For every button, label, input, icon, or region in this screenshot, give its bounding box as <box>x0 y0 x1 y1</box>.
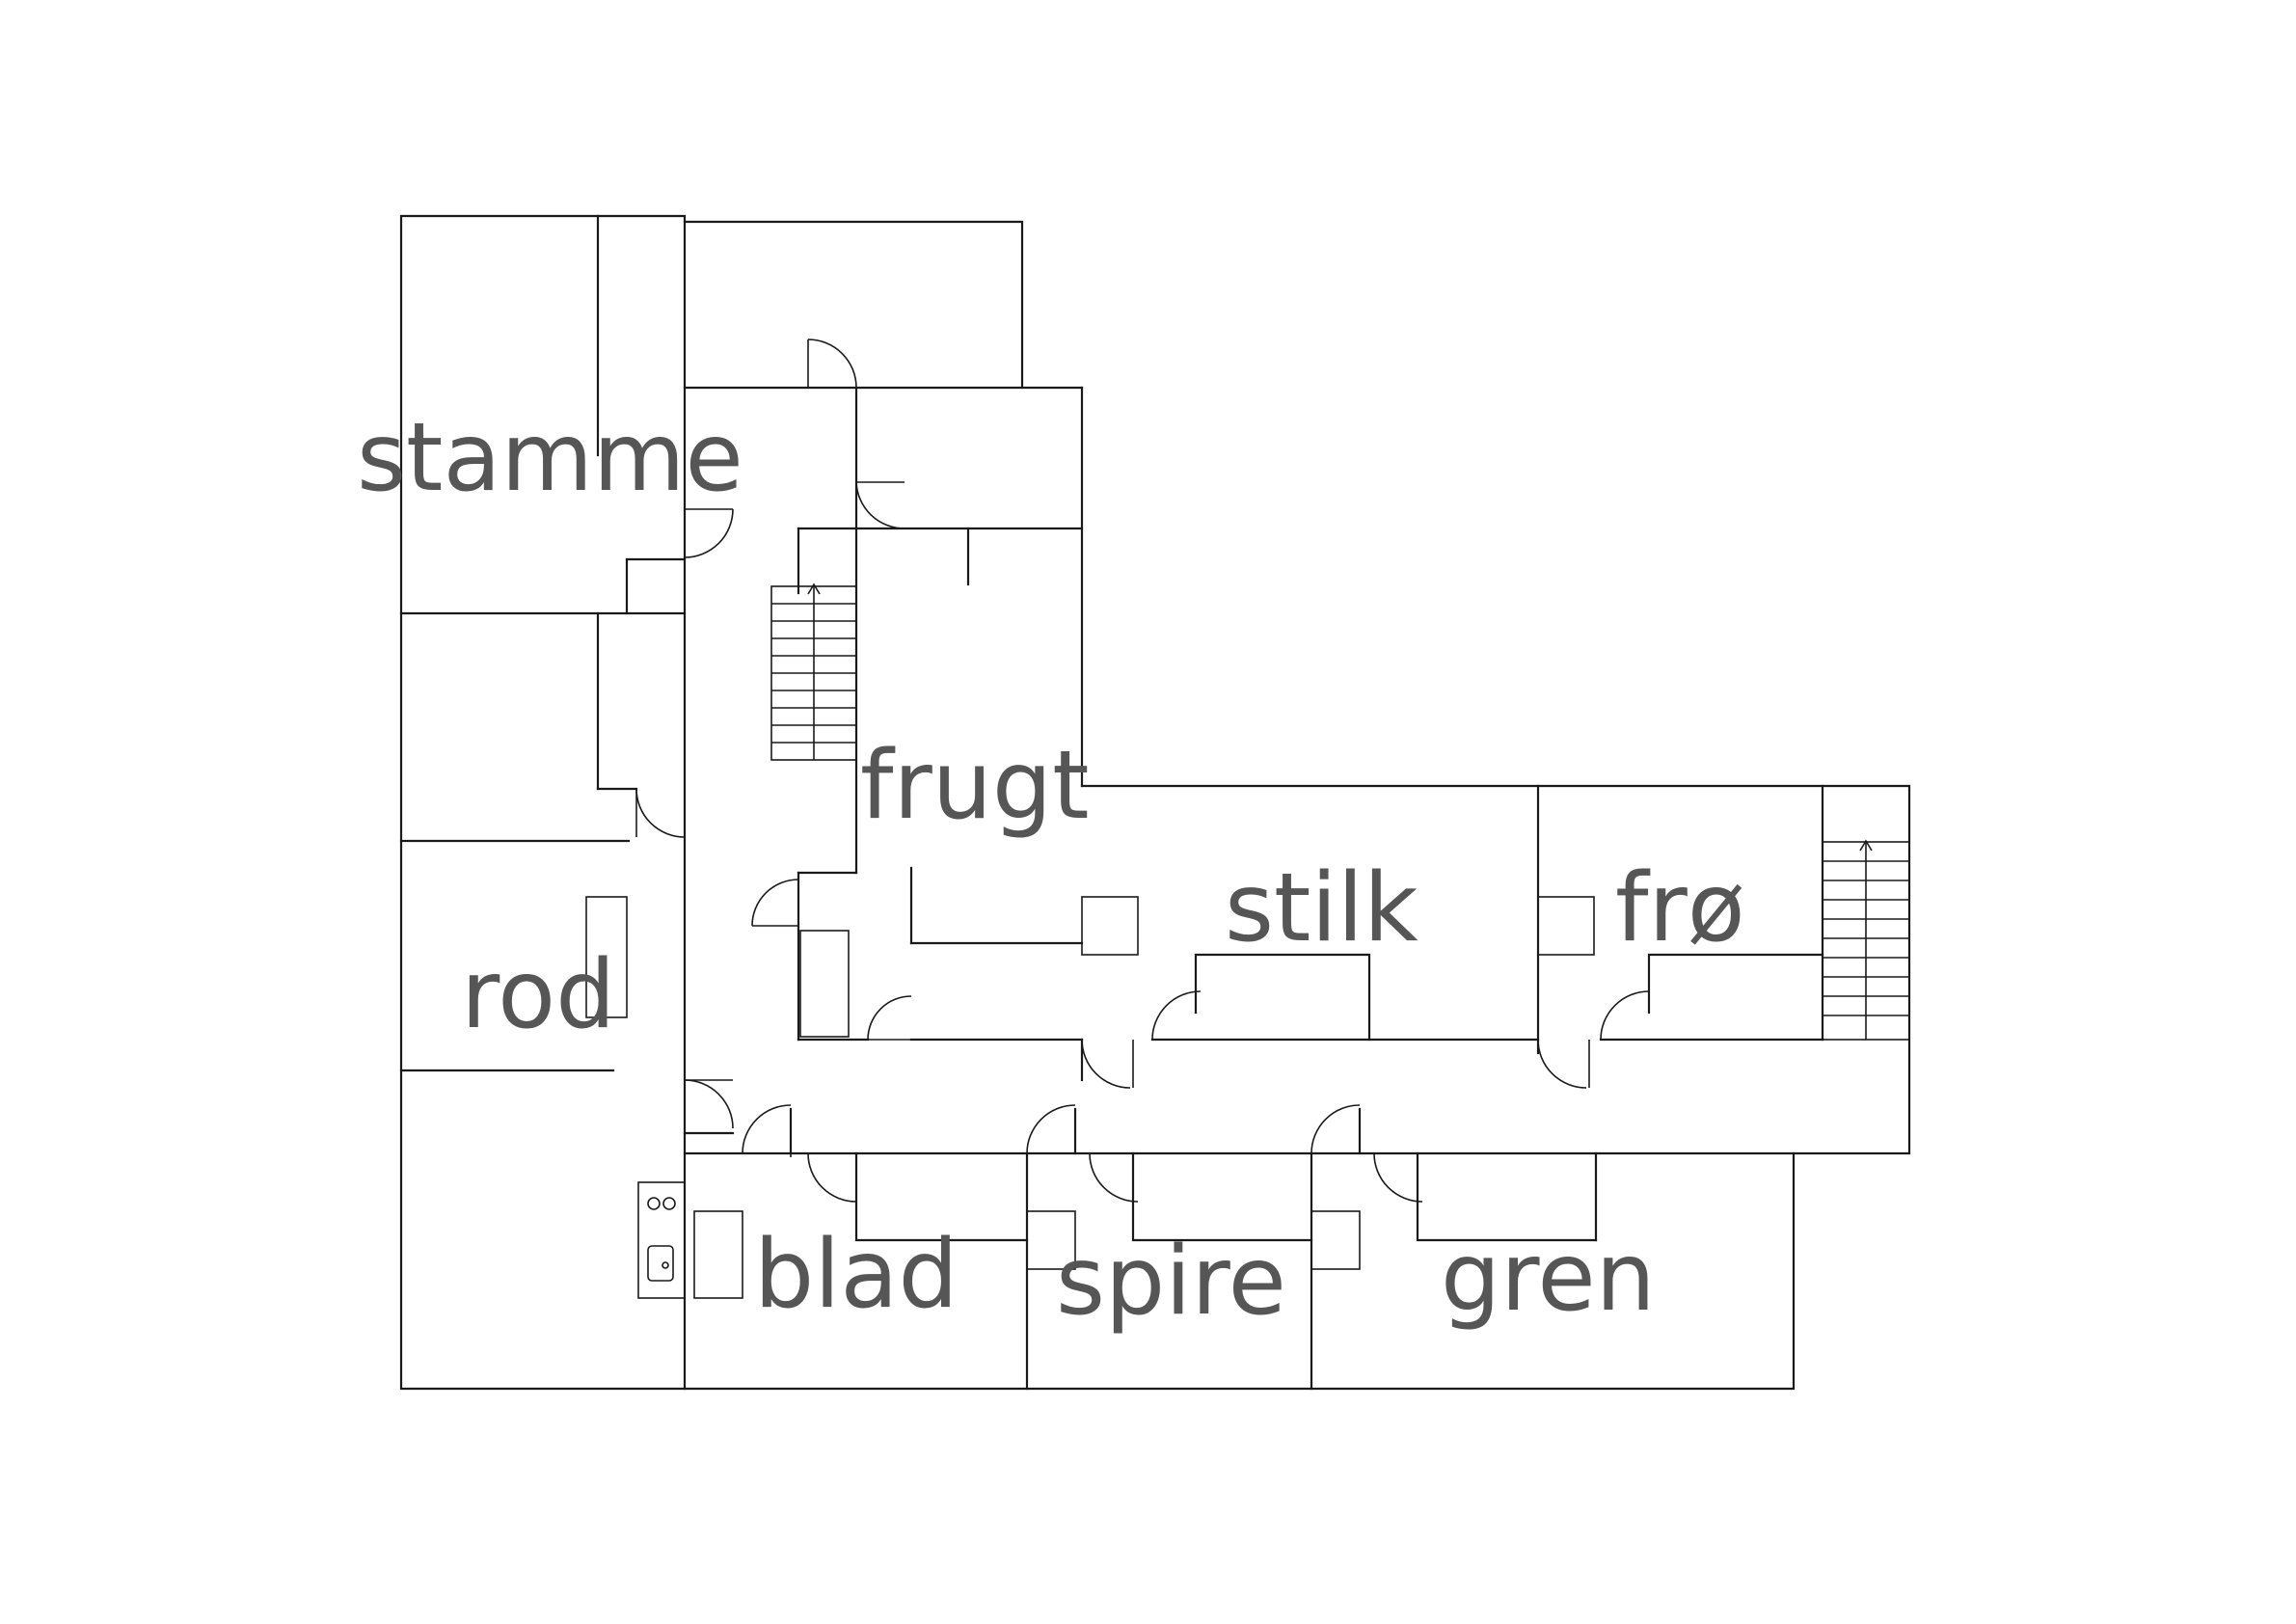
room-label-stamme: stamme <box>357 403 743 513</box>
stove-burner-icon <box>647 1197 661 1210</box>
room-label-stilk: stilk <box>1225 853 1418 963</box>
walls <box>399 214 1911 1391</box>
room-label-spire: spire <box>1056 1227 1286 1337</box>
sink-icon <box>647 1245 674 1282</box>
stove-burner-icon <box>662 1197 676 1210</box>
room-label-blad: blad <box>754 1220 959 1330</box>
room-label-rod: rod <box>461 940 615 1050</box>
room-label-fro: frø <box>1615 853 1745 963</box>
fixtures <box>585 558 1595 1299</box>
room-label-frugt: frugt <box>860 731 1090 841</box>
doors <box>635 338 1650 1203</box>
room-label-gren: gren <box>1441 1223 1656 1333</box>
stairs-west <box>770 582 857 761</box>
stairs-east <box>1822 839 1910 1041</box>
kitchen-counter <box>637 1181 686 1299</box>
